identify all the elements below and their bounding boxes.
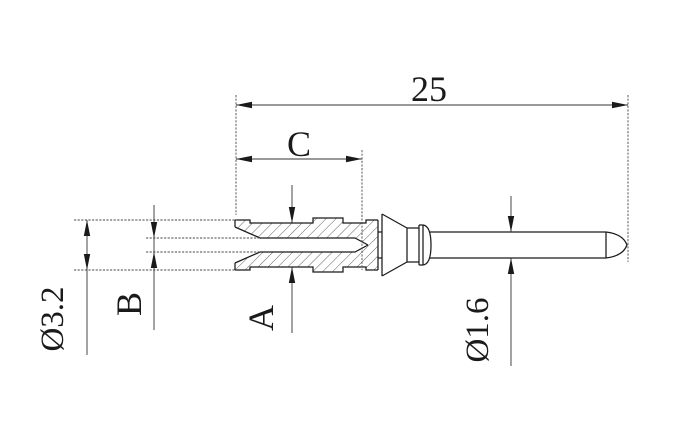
pin-tip [605, 231, 628, 259]
dim-label-barrel-diameter: A [241, 305, 281, 331]
dimension-crimp-depth: C [236, 124, 363, 270]
pin-shaft [430, 231, 606, 259]
crimp-barrel [234, 217, 379, 273]
dim-label-bore-diameter: B [109, 292, 149, 316]
arrowhead-up [83, 220, 91, 236]
dimension-bore-diameter: B [109, 205, 260, 330]
dim-label-crimp-depth: C [287, 124, 311, 164]
arrowhead-down [150, 222, 158, 238]
arrowhead-right [346, 155, 362, 163]
cone-outline [378, 213, 408, 277]
arrowhead-down [83, 254, 91, 270]
dimension-barrel-diameter: A [241, 185, 296, 333]
collar-outline [407, 224, 432, 266]
dim-label-overall-length: 25 [411, 69, 447, 109]
wire-bore-cavity [235, 227, 368, 263]
extension-line [146, 237, 260, 253]
dimension-pin-diameter: Ø1.6 [460, 196, 515, 366]
arrowhead-left [236, 155, 252, 163]
pin-part [234, 213, 628, 277]
dimension-body-diameter: Ø3.2 [35, 219, 237, 355]
extension-line [74, 219, 237, 271]
dim-label-body-diameter: Ø3.2 [35, 286, 71, 351]
transition-cone [378, 213, 408, 277]
arrowhead-right [612, 101, 628, 109]
dim-label-pin-diameter: Ø1.6 [460, 297, 496, 362]
arrowhead-up [288, 267, 296, 283]
arrowhead-up [507, 258, 515, 274]
collar-ring [407, 224, 432, 266]
arrowhead-left [236, 101, 252, 109]
dimension-overall-length: 25 [235, 69, 629, 262]
shaft-outline [430, 231, 606, 259]
tip-outline [605, 231, 628, 259]
extension-line [235, 95, 629, 262]
arrowhead-up [150, 252, 158, 268]
arrowhead-down [288, 207, 296, 223]
arrowhead-down [507, 216, 515, 232]
barrel-outline [234, 217, 379, 273]
